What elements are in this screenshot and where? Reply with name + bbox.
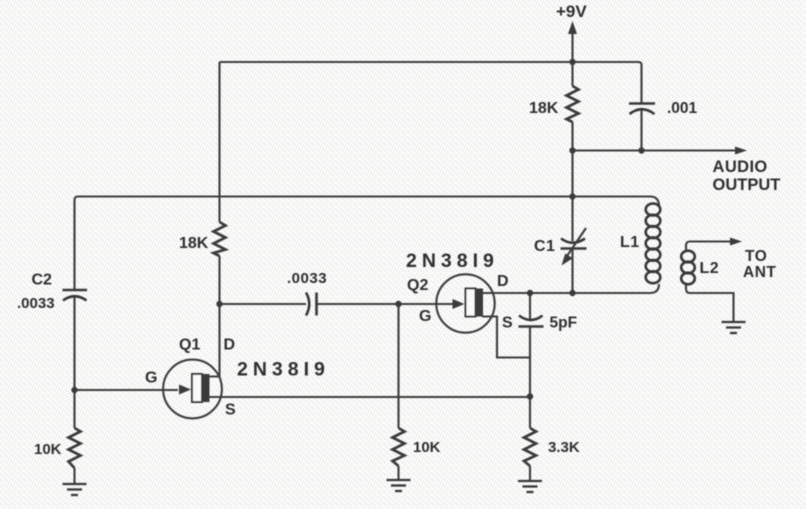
svg-text:5pF: 5pF [550,315,578,332]
svg-text:.0033: .0033 [287,270,327,287]
svg-text:TO: TO [745,248,767,265]
svg-text:L2: L2 [700,260,720,277]
svg-text:.0033: .0033 [17,295,55,312]
svg-text:18K: 18K [529,100,559,117]
svg-text:.001: .001 [667,100,698,117]
svg-text:Q1: Q1 [179,337,200,354]
svg-text:AUDIO: AUDIO [713,158,768,176]
svg-text:3.3K: 3.3K [548,439,580,456]
svg-text:+9V: +9V [556,2,587,21]
svg-text:C1: C1 [534,238,555,255]
svg-text:18K: 18K [179,235,209,252]
svg-text:2N38I9: 2N38I9 [406,250,499,272]
svg-text:D: D [224,337,236,354]
svg-text:G: G [419,308,431,325]
svg-text:ANT: ANT [743,264,776,281]
svg-text:D: D [497,273,509,290]
svg-text:10K: 10K [413,439,441,456]
svg-text:Q2: Q2 [407,277,428,294]
svg-text:10K: 10K [34,441,62,458]
svg-text:S: S [502,315,513,332]
svg-text:S: S [225,402,236,419]
svg-text:G: G [145,370,157,387]
svg-text:OUTPUT: OUTPUT [713,176,781,194]
svg-text:L1: L1 [620,234,640,251]
svg-text:2N38I9: 2N38I9 [237,359,330,381]
svg-text:C2: C2 [32,272,53,289]
